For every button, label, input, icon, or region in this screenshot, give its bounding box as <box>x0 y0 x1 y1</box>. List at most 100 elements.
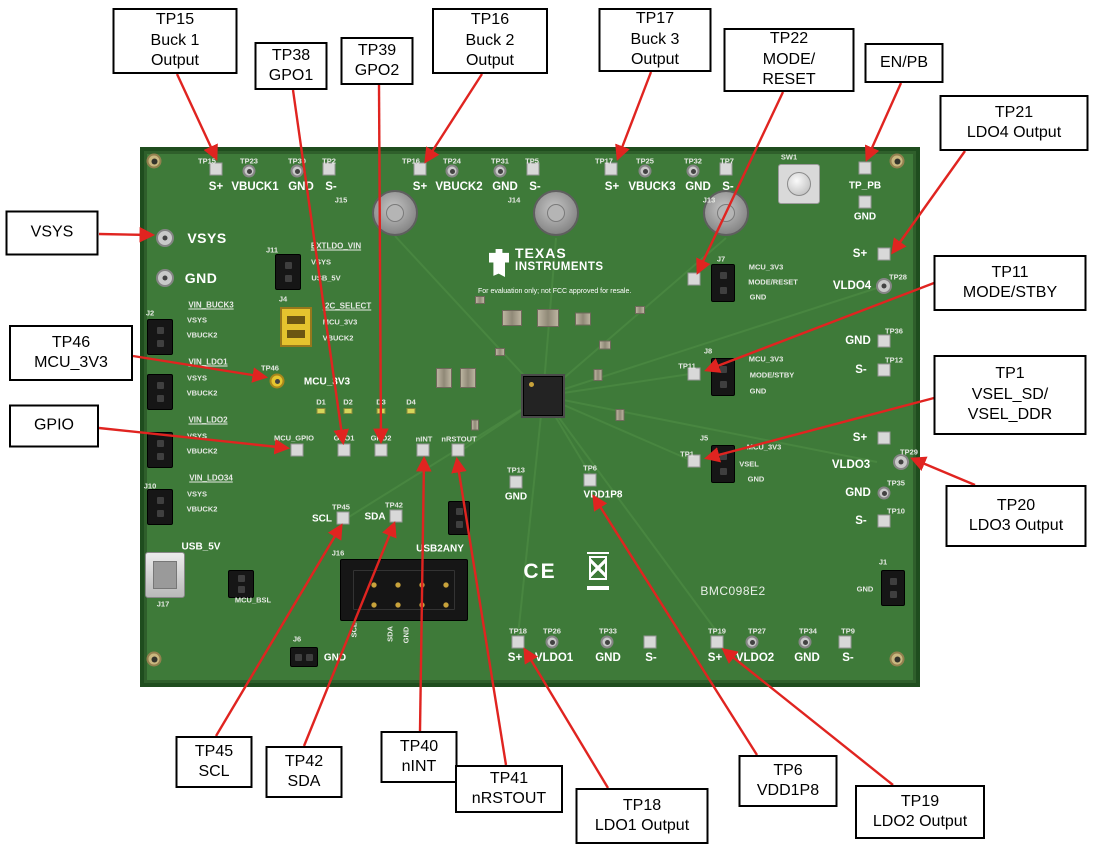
silkscreen-tiny-label: J14 <box>507 195 521 205</box>
silkscreen-tiny-label: J1 <box>878 557 888 567</box>
inductor-buck1 <box>372 190 418 236</box>
connector-mid <box>448 501 470 535</box>
testpoint-square <box>413 162 427 176</box>
silkscreen-label: VLDO1 <box>534 652 574 664</box>
silkscreen-label: S+ <box>852 432 868 444</box>
testpoint-square <box>877 247 891 261</box>
testpoint-round <box>686 164 700 178</box>
capacitor <box>495 348 505 356</box>
silkscreen-label: GND <box>845 487 871 499</box>
connector-usb2any <box>340 559 468 621</box>
led <box>376 408 386 414</box>
testpoint-round <box>242 164 256 178</box>
callout-tp17-buck3-output: TP17 Buck 3 Output <box>598 8 712 72</box>
weee-bin-bar <box>587 586 609 590</box>
silkscreen-label: S- <box>645 652 657 664</box>
callout-tp42-sda: TP42 SDA <box>265 746 343 798</box>
connector-j6 <box>290 647 318 667</box>
testpoint-square <box>877 431 891 445</box>
callout-tp46-mcu-3v3: TP46 MCU_3V3 <box>9 325 133 381</box>
silkscreen-tiny-label: D4 <box>406 397 416 407</box>
silkscreen-label: GND <box>492 181 518 193</box>
silkscreen-label: S+ <box>707 652 723 664</box>
silkscreen-tiny-label: TP32 <box>684 156 702 166</box>
silkscreen-tiny-label: TP27 <box>748 626 766 636</box>
silkscreen-tiny-label: USB_5V <box>311 273 341 283</box>
silkscreen-label: S+ <box>507 652 523 664</box>
silkscreen-label: S- <box>722 181 734 193</box>
silkscreen-tiny-label: GPO2 <box>370 433 392 443</box>
testpoint-square <box>877 334 891 348</box>
silkscreen-tiny-label: J16 <box>331 548 345 558</box>
silkscreen-tiny-label: SDA <box>385 626 395 642</box>
connector-j10 <box>147 489 173 525</box>
testpoint-square <box>336 511 350 525</box>
silkscreen-tiny-label: TP28 <box>889 272 907 282</box>
silkscreen-tiny-label: TP35 <box>887 478 905 488</box>
silkscreen-tiny-label: TP6 <box>583 463 597 473</box>
eval-board <box>140 147 920 687</box>
silkscreen-tiny-label: TP23 <box>240 156 258 166</box>
testpoint-round <box>493 164 507 178</box>
silkscreen-label: VBUCK2 <box>435 181 483 193</box>
silkscreen-tiny-label: TP10 <box>887 506 905 516</box>
callout-tp6-vdd1p8: TP6 VDD1P8 <box>738 755 838 807</box>
testpoint-round <box>156 229 174 247</box>
silkscreen-tiny-label: MCU_GPIO <box>273 433 315 443</box>
silkscreen-tiny-label: VBUCK2 <box>186 504 218 514</box>
silkscreen-tiny-label: VSYS <box>186 315 208 325</box>
connector-j5-vsel <box>711 445 735 483</box>
silkscreen-label: BMC098E2 <box>700 584 766 598</box>
inductor-buck2 <box>533 190 579 236</box>
testpoint-square <box>687 272 701 286</box>
capacitor <box>537 309 559 327</box>
led <box>316 408 326 414</box>
silkscreen-tiny-label: MODE/STBY <box>749 370 795 380</box>
silkscreen-tiny-label: TP31 <box>491 156 509 166</box>
silkscreen-tiny-label: TP5 <box>525 156 539 166</box>
silkscreen-label: GND <box>685 181 711 193</box>
testpoint-round <box>290 164 304 178</box>
silkscreen-tiny-label: TP42 <box>385 500 403 510</box>
silkscreen-tiny-label: D3 <box>376 397 386 407</box>
silkscreen-tiny-label: J8 <box>703 346 713 356</box>
silkscreen-tiny-label: VSYS <box>186 373 208 383</box>
silkscreen-tiny-label: GND <box>749 292 767 302</box>
pmic-chip <box>523 376 563 416</box>
silkscreen-tiny-label: MCU_3V3 <box>746 442 782 452</box>
silkscreen-label: VBUCK3 <box>628 181 676 193</box>
silkscreen-tiny-label: GND <box>401 626 411 644</box>
testpoint-square <box>209 162 223 176</box>
capacitor <box>460 368 476 388</box>
testpoint-square <box>877 514 891 528</box>
connector-j2 <box>147 319 173 355</box>
silkscreen-label: S+ <box>412 181 428 193</box>
capacitor <box>615 409 625 421</box>
silkscreen-tiny-label: VIN_LDO2 <box>188 415 228 425</box>
capacitor <box>436 368 452 388</box>
testpoint-square <box>583 473 597 487</box>
silkscreen-tiny-label: J5 <box>699 433 709 443</box>
silkscreen-label: S- <box>842 652 854 664</box>
silkscreen-tiny-label: nRSTOUT <box>441 434 477 444</box>
callout-tp18-ldo1-output: TP18 LDO1 Output <box>575 788 709 844</box>
silkscreen-label: S- <box>325 181 337 193</box>
silkscreen-label: GND <box>595 652 621 664</box>
callout-tp41-nrstout: TP41 nRSTOUT <box>455 765 563 813</box>
silkscreen-tiny-label: J15 <box>334 195 348 205</box>
callout-tp40-nint: TP40 nINT <box>380 731 458 783</box>
silkscreen-label: S+ <box>208 181 224 193</box>
callout-en-pb: EN/PB <box>864 43 944 83</box>
silkscreen-tiny-label: VIN_LDO34 <box>189 473 233 483</box>
testpoint-square <box>389 509 403 523</box>
silkscreen-tiny-label: VSYS <box>186 431 208 441</box>
silkscreen-tiny-label: GPO1 <box>333 433 355 443</box>
testpoint-square <box>710 635 724 649</box>
testpoint-square <box>416 443 430 457</box>
callout-tp45-scl: TP45 SCL <box>175 736 253 788</box>
silkscreen-label: USB2ANY <box>416 543 464 555</box>
silkscreen-tiny-label: J10 <box>143 481 157 491</box>
silkscreen-tiny-label: J7 <box>716 254 726 264</box>
silkscreen-label: VLDO3 <box>831 459 871 471</box>
